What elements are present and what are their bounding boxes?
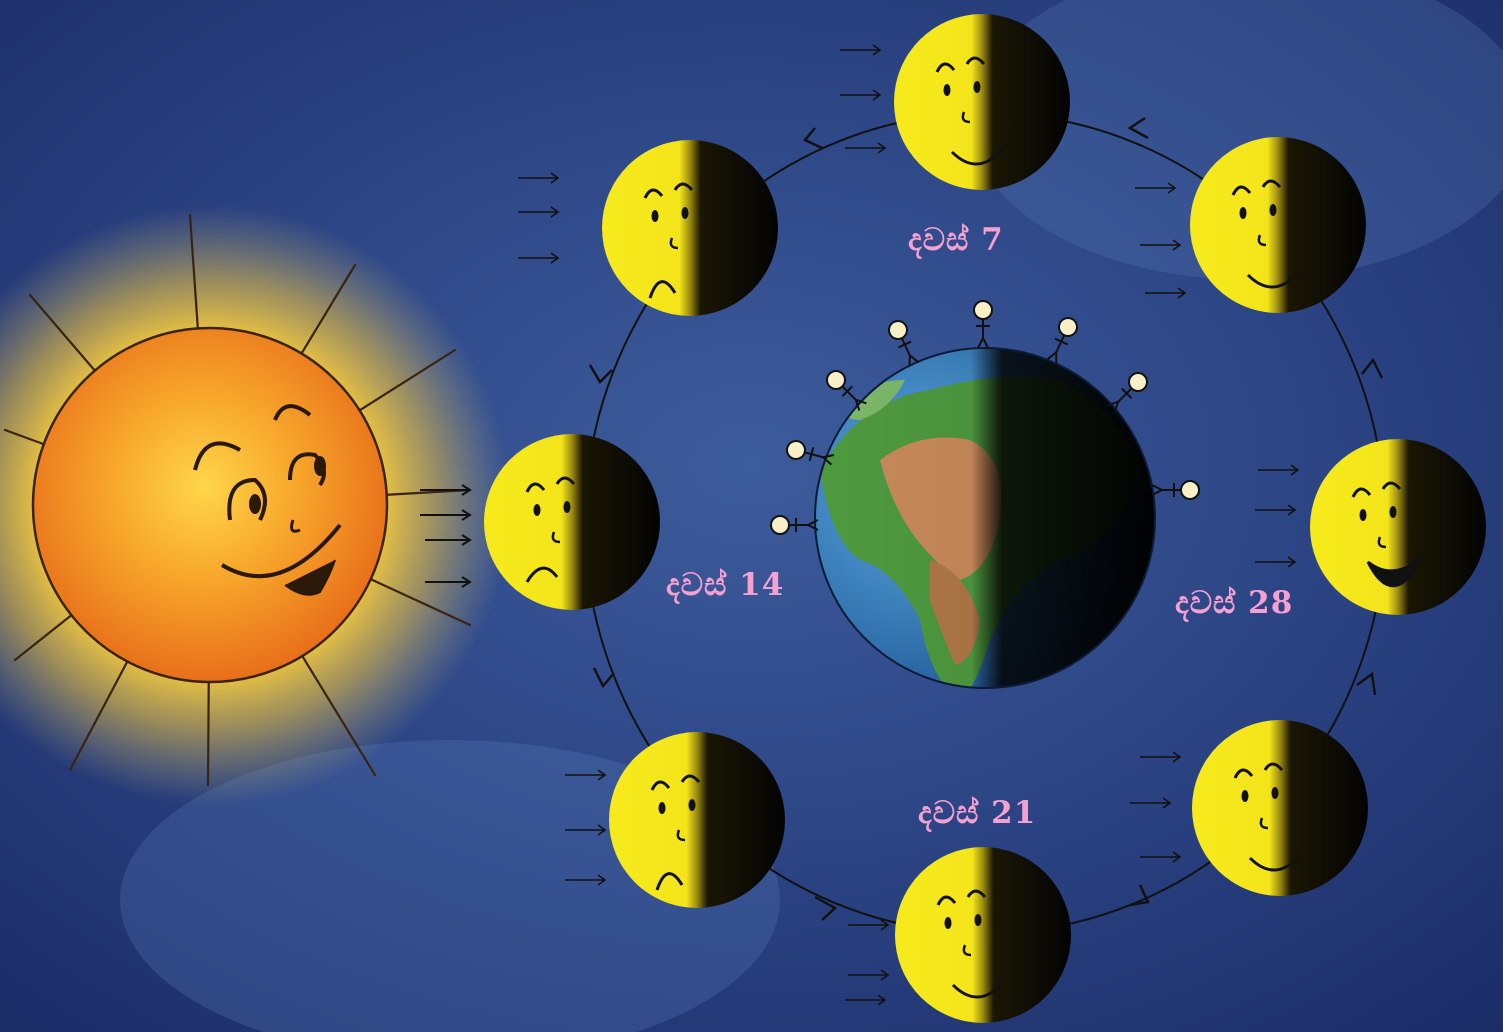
arrow-icon	[420, 484, 472, 588]
arrow-icon	[518, 252, 560, 264]
arrow-icon	[1255, 504, 1297, 516]
stick-figure-icon	[770, 300, 1200, 535]
arrow-icon	[1130, 797, 1172, 809]
moon-face-icon	[894, 14, 1070, 190]
arrow-icon	[518, 206, 560, 218]
moon-face-icon	[895, 847, 1071, 1023]
arrow-icon	[518, 172, 560, 184]
arrow-icon	[1145, 287, 1187, 299]
arrow-icon	[845, 994, 887, 1006]
day-28-label: දවස් 28	[1175, 585, 1294, 621]
arrow-icon	[840, 44, 882, 56]
arrow-icon	[1135, 182, 1177, 194]
earth-icon	[814, 347, 1156, 689]
arrow-icon	[1255, 556, 1297, 568]
arrow-icon	[840, 89, 882, 101]
moon-face-icon	[609, 732, 785, 908]
arrow-icon	[565, 769, 607, 781]
arrow-icon	[1140, 239, 1182, 251]
arrow-icon	[565, 824, 607, 836]
orbit-arrow	[588, 116, 1384, 921]
arrow-icon	[565, 874, 607, 886]
moon-group	[484, 14, 1486, 1023]
moon-face-icon	[1190, 137, 1366, 313]
sky-haze	[970, 0, 1503, 280]
arrow-icon	[848, 969, 890, 981]
day-7-label: දවස් 7	[908, 222, 1004, 258]
moon-face-icon	[602, 140, 778, 316]
arrow-icon	[848, 919, 890, 931]
arrow-icon	[1258, 464, 1300, 476]
arrow-icon	[1140, 751, 1182, 763]
moon-face-icon	[484, 434, 660, 610]
arrow-icon	[1140, 851, 1182, 863]
sun-face-icon	[0, 205, 510, 805]
day-21-label: දවස් 21	[918, 795, 1037, 831]
day-14-label: දවස් 14	[666, 567, 785, 603]
moon-face-icon	[1192, 720, 1368, 896]
moon-face-icon	[1310, 439, 1486, 615]
moon-arrow-group	[518, 44, 1300, 1006]
arrow-icon	[845, 142, 887, 154]
